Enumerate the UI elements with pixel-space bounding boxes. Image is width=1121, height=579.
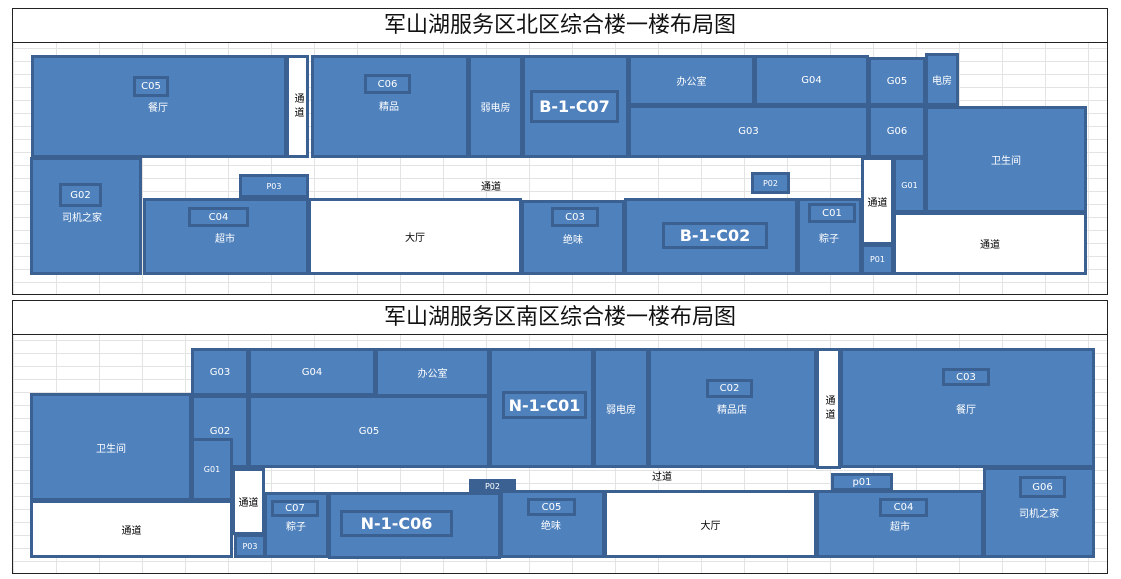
label-c06: 精品	[379, 102, 399, 113]
aisle-vertical-2: 通道	[861, 157, 894, 245]
room-hall[interactable]: 大厅	[604, 490, 817, 558]
south-title: 军山湖服务区南区综合楼一楼布局图	[13, 301, 1107, 335]
room-p01[interactable]: p01	[831, 473, 893, 491]
label-c03: 餐厅	[956, 405, 976, 416]
aisle-southwest: 通道	[30, 500, 233, 558]
room-office[interactable]: 办公室	[375, 348, 490, 397]
code-b1-c02: B-1-C02	[662, 222, 768, 249]
room-office[interactable]: 办公室	[628, 55, 755, 106]
room-g03[interactable]: G03	[628, 105, 869, 158]
room-c03[interactable]	[840, 348, 1095, 468]
room-c02[interactable]	[648, 348, 817, 468]
room-hall[interactable]: 大厅	[308, 198, 522, 275]
code-c03: C03	[942, 368, 990, 386]
room-p03[interactable]: P03	[239, 174, 309, 198]
code-g06: G06	[1019, 476, 1066, 498]
room-p02[interactable]: P02	[751, 172, 790, 194]
room-c05[interactable]	[31, 55, 287, 158]
room-weak-current[interactable]: 弱电房	[468, 55, 523, 158]
room-p03[interactable]: P03	[234, 534, 266, 558]
room-g06[interactable]: G06	[868, 105, 926, 158]
north-title: 军山湖服务区北区综合楼一楼布局图	[13, 9, 1107, 43]
label-c02: 精品店	[717, 405, 747, 416]
aisle-vertical-1: 通道	[286, 55, 309, 158]
code-c04: C04	[188, 207, 249, 227]
label-c05: 绝味	[541, 521, 561, 532]
room-toilet[interactable]: 卫生间	[30, 393, 192, 501]
code-b1-c07: B-1-C07	[530, 90, 619, 123]
label-c04: 超市	[890, 522, 910, 533]
room-p01[interactable]: P01	[861, 244, 894, 275]
label-c07: 粽子	[286, 522, 306, 533]
label-c01: 粽子	[819, 234, 839, 245]
code-g02: G02	[59, 183, 102, 207]
room-toilet[interactable]: 卫生间	[925, 106, 1087, 213]
code-n1-c06: N-1-C06	[340, 510, 453, 537]
code-c07: C07	[271, 500, 319, 517]
room-weak-current[interactable]: 弱电房	[593, 348, 649, 468]
aisle-vertical-2: 通道	[232, 468, 265, 535]
room-g04[interactable]: G04	[248, 348, 376, 396]
label-g06: 司机之家	[1019, 509, 1059, 520]
room-g05[interactable]: G05	[248, 395, 490, 468]
code-c02: C02	[706, 379, 753, 398]
aisle-southeast: 通道	[893, 212, 1087, 275]
aisle-vertical-1: 通道	[816, 348, 841, 469]
code-c01: C01	[808, 203, 856, 223]
label-c04: 超市	[215, 234, 235, 245]
room-power[interactable]: 电房	[925, 53, 959, 106]
room-g04[interactable]: G04	[754, 55, 869, 106]
code-c06: C06	[364, 74, 411, 94]
corridor-label: 通道	[481, 182, 501, 193]
room-g05[interactable]: G05	[868, 57, 926, 106]
room-g02[interactable]	[30, 157, 142, 275]
label-g02: 司机之家	[62, 213, 102, 224]
code-c04: C04	[879, 498, 928, 517]
room-c06[interactable]	[311, 55, 469, 158]
room-g01[interactable]: G01	[893, 157, 926, 213]
code-n1-c01: N-1-C01	[502, 391, 587, 419]
code-c05: C05	[527, 498, 576, 516]
corridor-label: 过道	[652, 472, 672, 483]
code-c03: C03	[551, 207, 599, 227]
label-c05: 餐厅	[148, 103, 168, 114]
code-c05: C05	[133, 76, 169, 97]
room-g01[interactable]: G01	[191, 438, 233, 501]
label-g02: G02	[209, 426, 231, 437]
room-p02[interactable]: P02	[469, 479, 516, 493]
label-c03: 绝味	[563, 235, 583, 246]
room-g03[interactable]: G03	[191, 348, 249, 396]
